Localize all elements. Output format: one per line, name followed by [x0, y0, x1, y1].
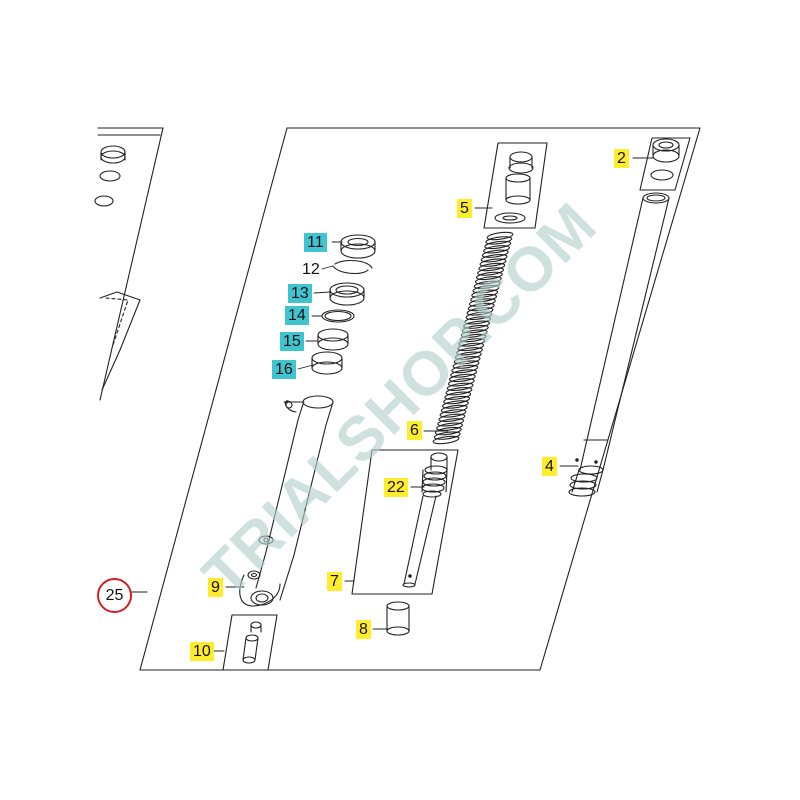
frame-damper-rod	[351, 449, 459, 595]
part-label-2: 2	[614, 149, 629, 168]
spring-coil	[471, 289, 499, 298]
part-label-13: 13	[288, 284, 312, 303]
spring-coil	[480, 254, 508, 263]
seal-stack	[311, 234, 376, 375]
spring-coil	[451, 364, 479, 374]
spring-coil	[437, 418, 465, 427]
spring-coil	[466, 307, 494, 316]
part-label-11: 11	[304, 233, 327, 252]
spring-coil	[439, 409, 467, 418]
spring-coil	[453, 356, 481, 365]
spring-coil	[454, 351, 482, 360]
spring-coil	[479, 258, 507, 267]
fork-spring	[432, 231, 514, 445]
spring-coil	[485, 236, 513, 245]
spring-coil	[432, 435, 460, 445]
spring-coil	[477, 267, 505, 276]
spring-coil	[483, 245, 510, 254]
spring-coil	[467, 302, 495, 312]
part-label-16: 16	[272, 360, 296, 379]
spring-coil	[443, 395, 471, 405]
spring-coil	[459, 333, 487, 343]
spring-coil	[473, 280, 501, 289]
part-label-6: 6	[407, 421, 422, 440]
spring-coil	[463, 320, 490, 329]
top-bearing	[650, 138, 680, 181]
spring-coil	[456, 347, 483, 356]
spring-coil	[433, 431, 461, 440]
part-label-10: 10	[190, 642, 214, 661]
part-label-7: 7	[327, 572, 342, 591]
spring-coil	[434, 426, 462, 436]
part-label-15: 15	[280, 332, 304, 351]
spring-coil	[447, 378, 475, 387]
part-label-14: 14	[285, 306, 309, 325]
spring-coil	[460, 329, 488, 338]
spring-coil	[457, 342, 485, 352]
spring-coil	[474, 276, 502, 285]
spring-coil	[448, 373, 476, 383]
spring-coil	[486, 231, 514, 241]
damper-rod-assembly	[386, 452, 448, 636]
spring-coil	[468, 298, 496, 307]
frame-top-cap	[483, 142, 548, 229]
spring-coil	[475, 271, 503, 281]
spring-coil	[461, 324, 489, 334]
fork-slider	[239, 395, 334, 607]
axle-bolt	[242, 621, 262, 664]
inner-tube	[568, 192, 670, 497]
part-label-22: 22	[384, 478, 408, 497]
part-label-12: 12	[302, 261, 320, 278]
spring-coil	[478, 262, 506, 272]
left-panel-fragment	[94, 127, 164, 401]
spring-coil	[472, 285, 500, 294]
spring-coil	[436, 422, 463, 431]
spring-coil	[444, 391, 472, 400]
part-label-4: 4	[542, 457, 557, 476]
assembly-reference-circle: 25	[97, 578, 132, 613]
spring-coil	[438, 413, 466, 422]
spring-coil	[446, 382, 474, 391]
top-cap-assembly	[494, 151, 534, 224]
spring-coil	[484, 240, 512, 250]
spring-coil	[440, 404, 468, 414]
spring-coil	[465, 311, 493, 320]
spring-coil	[452, 360, 480, 369]
spring-coil	[441, 400, 469, 409]
frame-top-right	[639, 137, 691, 191]
spring-coil	[464, 316, 492, 325]
spring-coil	[450, 369, 478, 378]
frame-axle-bolt	[222, 614, 278, 671]
spring-coil	[445, 387, 473, 396]
spring-coil	[458, 338, 486, 347]
leader-lines	[129, 157, 654, 652]
part-label-9: 9	[208, 578, 223, 597]
spring-coil	[470, 293, 498, 303]
spring-coil	[481, 249, 509, 258]
part-label-8: 8	[356, 620, 371, 639]
part-label-5: 5	[457, 199, 472, 218]
